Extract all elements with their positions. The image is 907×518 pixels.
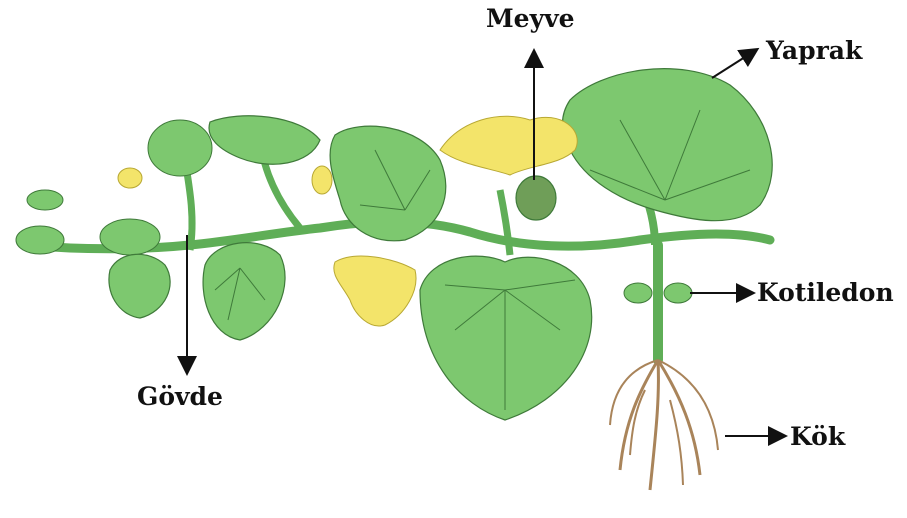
label-fruit: Meyve (486, 6, 575, 31)
leaf-upper-right (563, 69, 773, 221)
arrow-yaprak (712, 50, 756, 78)
leaf-center-bottom (420, 256, 592, 420)
leaf-small-left (109, 254, 170, 318)
label-root: Kök (790, 424, 845, 449)
leaf-mid-left (203, 243, 285, 340)
fruit (516, 176, 556, 220)
label-leaf: Yaprak (766, 38, 862, 63)
roots (610, 360, 718, 490)
cotyledons (624, 245, 692, 360)
leaf-top-left (209, 116, 320, 164)
small-leaves-left (16, 120, 212, 255)
label-cotyledon: Kotiledon (757, 280, 894, 305)
label-stem: Gövde (137, 384, 223, 409)
